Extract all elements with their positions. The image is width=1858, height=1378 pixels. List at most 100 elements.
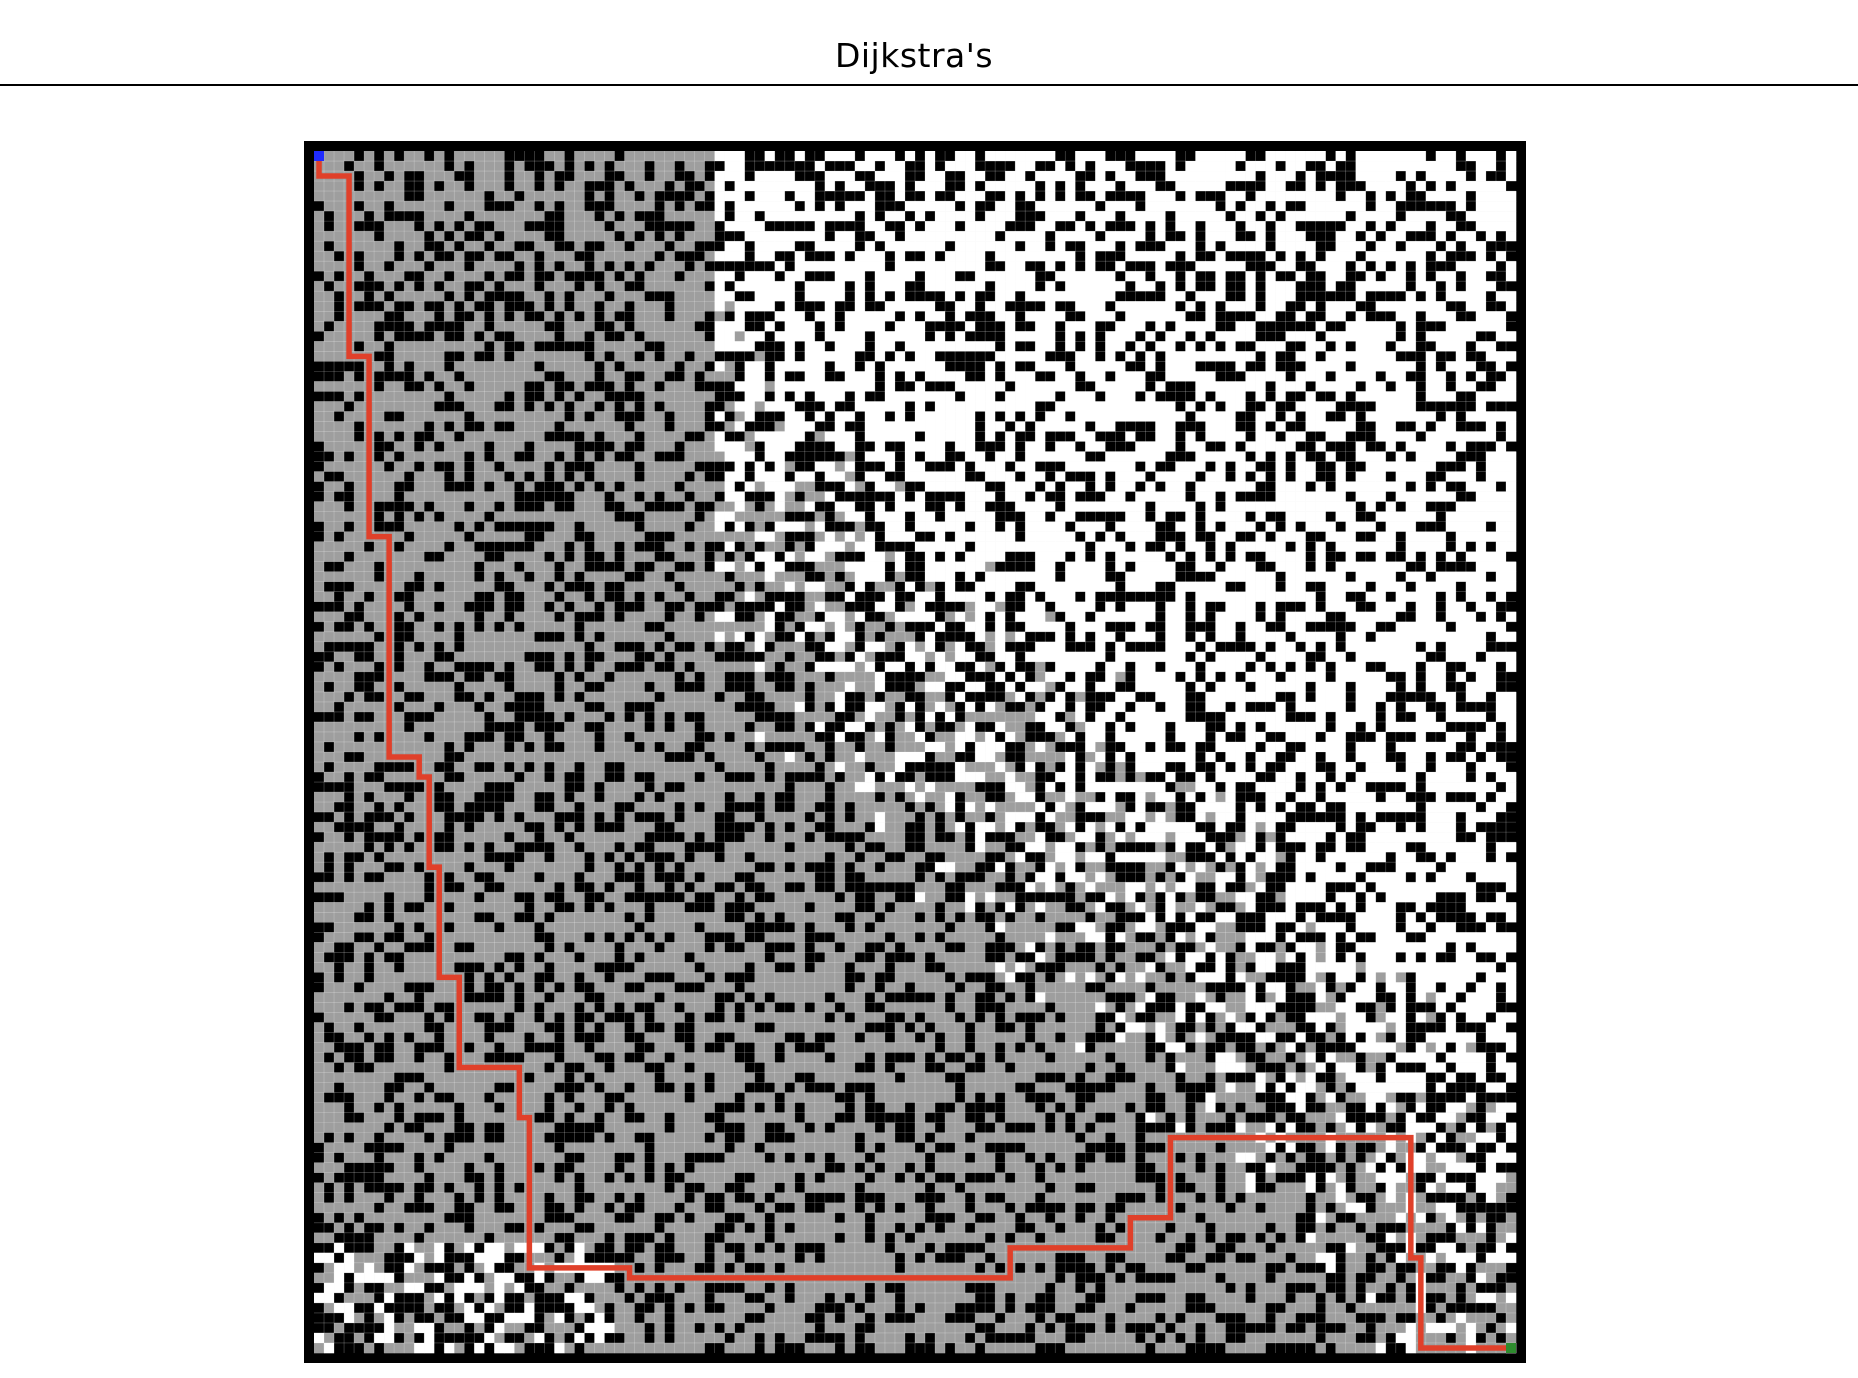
open-cell: [354, 451, 365, 462]
wall-cell: [1505, 551, 1517, 562]
wall-cell: [1005, 561, 1016, 572]
wall-cell: [1215, 501, 1226, 512]
open-cell: [854, 161, 866, 172]
wall-cell: [985, 281, 996, 292]
wall-cell: [1495, 281, 1507, 292]
open-cell: [1025, 371, 1036, 382]
open-cell: [955, 511, 966, 522]
wall-cell: [634, 271, 645, 282]
wall-cell: [1345, 361, 1357, 372]
open-cell: [644, 451, 655, 462]
open-cell: [464, 521, 475, 532]
wall-cell: [1295, 201, 1306, 212]
open-cell: [514, 531, 525, 542]
open-cell: [1275, 451, 1286, 462]
open-cell: [834, 261, 846, 272]
open-cell: [1235, 151, 1246, 162]
wall-cell: [604, 441, 615, 452]
open-cell: [1325, 211, 1336, 222]
wall-cell: [404, 171, 415, 182]
open-cell: [554, 471, 565, 482]
open-cell: [1455, 381, 1467, 392]
wall-cell: [1315, 161, 1326, 172]
open-cell: [1205, 241, 1216, 252]
open-cell: [1375, 181, 1387, 192]
open-cell: [1065, 371, 1076, 382]
open-cell: [995, 451, 1006, 462]
open-cell: [1265, 371, 1276, 382]
open-cell: [1265, 171, 1276, 182]
open-cell: [1375, 331, 1387, 342]
open-cell: [1205, 201, 1216, 212]
wall-cell: [904, 551, 916, 562]
open-cell: [1105, 381, 1116, 392]
open-cell: [414, 371, 425, 382]
wall-cell: [844, 391, 856, 402]
wall-cell: [1175, 401, 1186, 412]
open-cell: [1065, 291, 1076, 302]
open-cell: [1085, 241, 1096, 252]
open-cell: [594, 331, 605, 342]
wall-cell: [1085, 551, 1096, 562]
wall-cell: [674, 561, 685, 572]
open-cell: [1445, 551, 1457, 562]
open-cell: [1295, 191, 1306, 202]
open-cell: [794, 231, 806, 242]
open-cell: [1465, 181, 1477, 192]
wall-cell: [1245, 551, 1256, 562]
wall-cell: [494, 521, 505, 532]
wall-cell: [514, 501, 525, 512]
wall-cell: [985, 501, 996, 512]
open-cell: [504, 451, 515, 462]
open-cell: [1465, 551, 1477, 562]
open-cell: [1385, 371, 1397, 382]
open-cell: [955, 521, 966, 532]
open-cell: [955, 421, 966, 432]
wall-cell: [454, 171, 465, 182]
open-cell: [854, 321, 866, 332]
wall-cell: [1445, 531, 1457, 542]
wall-cell: [474, 561, 485, 572]
open-cell: [314, 231, 325, 242]
open-cell: [494, 441, 505, 452]
open-cell: [1045, 311, 1056, 322]
wall-cell: [1075, 491, 1086, 502]
open-cell: [614, 441, 625, 452]
wall-cell: [1325, 371, 1336, 382]
open-cell: [955, 381, 966, 392]
wall-cell: [464, 261, 475, 272]
open-cell: [864, 221, 876, 232]
wall-cell: [1235, 201, 1246, 212]
open-cell: [1035, 321, 1046, 332]
open-cell: [564, 191, 575, 202]
open-cell: [1255, 451, 1266, 462]
open-cell: [834, 391, 846, 402]
wall-cell: [1395, 201, 1407, 212]
wall-cell: [804, 171, 816, 182]
open-cell: [1345, 521, 1357, 532]
open-cell: [1125, 471, 1136, 482]
open-cell: [454, 511, 465, 522]
open-cell: [1165, 541, 1176, 552]
open-cell: [945, 511, 956, 522]
wall-cell: [444, 271, 455, 282]
open-cell: [1065, 511, 1076, 522]
open-cell: [1245, 271, 1256, 282]
open-cell: [444, 451, 455, 462]
open-cell: [614, 321, 625, 332]
wall-cell: [624, 181, 635, 192]
open-cell: [574, 421, 585, 432]
open-cell: [1505, 391, 1517, 402]
open-cell: [724, 271, 735, 282]
open-cell: [1035, 471, 1046, 482]
open-cell: [864, 451, 876, 462]
open-cell: [704, 481, 715, 492]
wall-cell: [1365, 401, 1377, 412]
open-cell: [434, 491, 445, 502]
wall-cell: [894, 541, 906, 552]
open-cell: [1085, 201, 1096, 212]
open-cell: [324, 551, 335, 562]
wall-cell: [894, 231, 906, 242]
wall-cell: [1465, 371, 1477, 382]
open-cell: [874, 551, 886, 562]
